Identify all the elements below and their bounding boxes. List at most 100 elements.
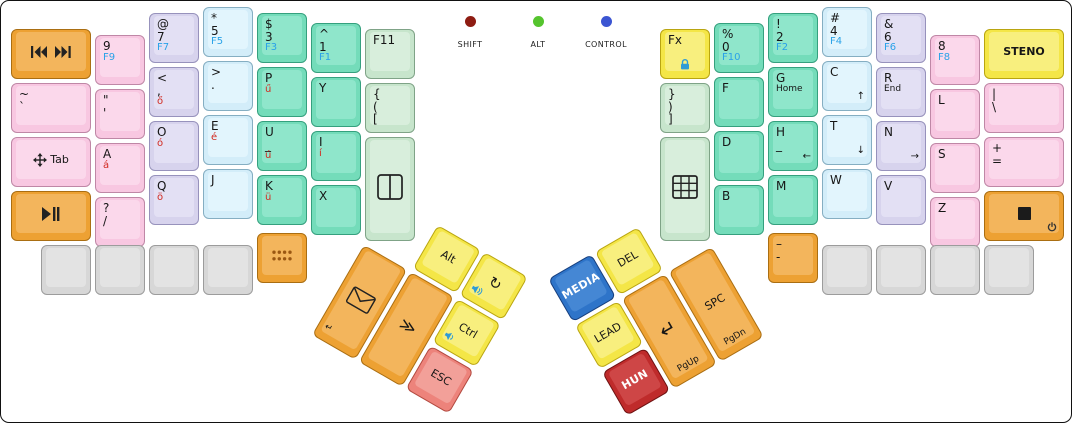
key-blank-r2[interactable] (876, 245, 926, 295)
key-caret-1-label: 1 (319, 40, 327, 54)
key-v[interactable]: V (876, 175, 926, 225)
key-pipe-backslash[interactable]: |\ (984, 83, 1064, 133)
key-blank-l1[interactable] (41, 245, 91, 295)
key-question-slash[interactable]: ?/ (95, 197, 145, 247)
key-w[interactable]: W (822, 169, 872, 219)
key-blank-l3[interactable] (149, 245, 199, 295)
key-m[interactable]: M (768, 175, 818, 225)
key-quotes[interactable]: "' (95, 89, 145, 139)
key-z[interactable]: Z (930, 197, 980, 247)
key-lt-comma[interactable]: <,ő (149, 67, 199, 117)
key-c[interactable]: C↑ (822, 61, 872, 111)
key-ctrl[interactable]: Ctrl (432, 298, 501, 368)
key-tilde-backtick[interactable]: ~` (11, 83, 91, 133)
key-p-label: P (265, 72, 272, 85)
key-s-top: S (935, 146, 975, 185)
key-fx[interactable]: Fx (660, 29, 710, 79)
key-s[interactable]: S (930, 143, 980, 193)
key-c-top: C↑ (827, 64, 867, 103)
key-y-text: Y (319, 81, 327, 95)
key-f11[interactable]: F11 (365, 29, 415, 79)
key-f-top: F (719, 80, 759, 119)
key-r-label: R (884, 72, 892, 85)
key-close-brackets-top: })] (665, 86, 705, 125)
key-open-brackets-label: ( (373, 100, 378, 114)
key-steno[interactable]: STENO (984, 29, 1064, 79)
key-plus-equals[interactable]: += (984, 137, 1064, 187)
key-n[interactable]: N→ (876, 121, 926, 171)
key-b[interactable]: B (714, 185, 764, 235)
key-gt-period[interactable]: >. (203, 61, 253, 111)
key-d[interactable]: D (714, 131, 764, 181)
key-blank-r4[interactable] (984, 245, 1034, 295)
key-blank-r1[interactable] (822, 245, 872, 295)
key-blank-l4[interactable] (203, 245, 253, 295)
key-star-5-text: 5 (211, 23, 219, 38)
key-question-slash-label: ? (103, 202, 109, 215)
key-r-label: End (884, 84, 901, 94)
key-redo[interactable]: ↻ (459, 252, 528, 321)
key-pipe-backslash-text: | (992, 87, 997, 101)
key-stop-power-top (989, 194, 1059, 233)
key-tab[interactable]: Tab (11, 137, 91, 187)
key-mail[interactable]: ↵ (312, 244, 408, 360)
volume-up-icon (470, 283, 484, 296)
key-media-prev-next-label (16, 32, 86, 71)
key-fx-label: Fx (668, 34, 682, 47)
key-mail-label (320, 250, 401, 351)
key-caret-1-label: F1 (319, 53, 331, 64)
key-pipe-backslash-label: | (992, 88, 996, 101)
key-u[interactable]: U_ú (257, 121, 307, 171)
key-split-pane[interactable] (365, 137, 415, 241)
key-h-text: _ (776, 137, 782, 152)
key-play-pause[interactable] (11, 191, 91, 241)
key-y[interactable]: Y (311, 77, 361, 127)
key-f[interactable]: F (714, 77, 764, 127)
key-close-brackets[interactable]: })] (660, 83, 710, 133)
key-x[interactable]: X (311, 185, 361, 235)
key-table[interactable] (660, 137, 710, 241)
key-blank-r3[interactable] (930, 245, 980, 295)
key-open-brackets[interactable]: {([ (365, 83, 415, 133)
key-stop-power[interactable] (984, 191, 1064, 241)
key-dash[interactable]: –- (768, 233, 818, 283)
key-dots[interactable] (257, 233, 307, 283)
key-table-label (665, 140, 705, 233)
key-media-prev-next[interactable] (11, 29, 91, 79)
key-percent-0-text: F10 (722, 52, 741, 64)
key-redo-text: ↻ (485, 272, 506, 295)
key-t[interactable]: T↓ (822, 115, 872, 165)
key-u-top: U_ú (262, 124, 302, 163)
key-n-top: N→ (881, 124, 921, 163)
key-amp-6-text: & (884, 17, 894, 31)
key-plus-equals-text: = (992, 153, 1003, 168)
key-l[interactable]: L (930, 89, 980, 139)
key-blank-l2[interactable] (95, 245, 145, 295)
key-j[interactable]: J (203, 169, 253, 219)
key-h[interactable]: H_← (768, 121, 818, 171)
key-x-text: X (319, 189, 328, 203)
key-quotes-label: " (103, 94, 109, 107)
